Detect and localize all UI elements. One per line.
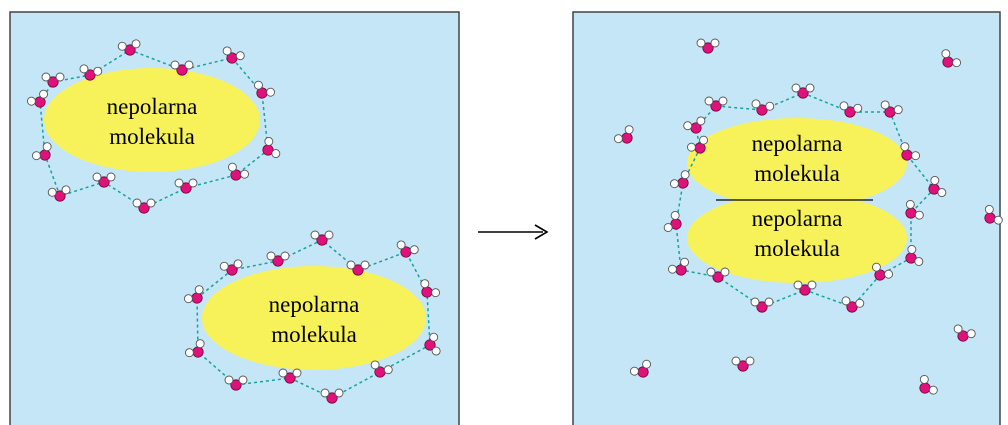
nonpolar-molecule-bottom bbox=[687, 193, 907, 283]
water-molecule-icon bbox=[905, 199, 924, 220]
water-molecule-icon bbox=[919, 374, 938, 395]
water-molecule-icon bbox=[26, 89, 49, 108]
water-molecule-icon bbox=[839, 101, 863, 118]
arrow bbox=[478, 224, 549, 240]
water-molecule-icon bbox=[310, 230, 334, 246]
water-molecule-icon bbox=[686, 135, 709, 154]
water-molecule-icon bbox=[667, 257, 690, 276]
water-molecule-icon bbox=[928, 175, 947, 198]
water-molecule-icon bbox=[79, 64, 103, 81]
water-molecule-icon bbox=[47, 185, 71, 202]
water-molecule-icon bbox=[262, 136, 281, 159]
water-molecule-icon bbox=[183, 285, 204, 304]
water-molecule-icon bbox=[751, 99, 775, 116]
water-molecule-icon bbox=[683, 116, 706, 134]
water-molecule-icon bbox=[224, 375, 248, 391]
water-cage-1 bbox=[26, 39, 281, 214]
water-molecule-icon bbox=[613, 125, 634, 144]
water-molecule-icon bbox=[420, 279, 441, 298]
water-molecule-icon bbox=[871, 262, 894, 281]
water-molecule-icon bbox=[184, 339, 205, 358]
water-molecule-icon bbox=[793, 280, 817, 296]
water-molecule-icon bbox=[880, 100, 903, 118]
nonpolar-molecule-top bbox=[687, 118, 907, 208]
water-molecule-icon bbox=[227, 162, 250, 181]
water-molecule-icon bbox=[984, 204, 1003, 225]
water-molecule-icon bbox=[424, 332, 441, 356]
water-molecule-icon bbox=[132, 198, 156, 214]
water-molecule-icon bbox=[905, 244, 924, 267]
water-molecule-icon bbox=[170, 60, 194, 76]
water-molecule-icon bbox=[706, 267, 730, 283]
nonpolar-molecule-2 bbox=[202, 266, 426, 370]
water-cage-2 bbox=[183, 230, 441, 404]
water-molecule-icon bbox=[900, 142, 921, 161]
water-molecule-icon bbox=[629, 359, 652, 378]
water-molecule-icon bbox=[370, 360, 393, 378]
water-molecule-icon bbox=[117, 39, 141, 56]
nonpolar-molecule-1 bbox=[44, 68, 260, 172]
water-molecule-icon bbox=[219, 259, 243, 276]
water-molecule-icon bbox=[253, 80, 276, 99]
water-molecule-icon bbox=[791, 83, 815, 99]
water-cage-merged bbox=[663, 83, 947, 313]
water-molecule-icon bbox=[750, 297, 774, 313]
water-molecule-icon bbox=[320, 388, 344, 404]
water-molecule-icon bbox=[278, 368, 302, 384]
water-molecule-icon bbox=[346, 260, 370, 276]
water-molecule-icon bbox=[941, 49, 962, 68]
water-molecule-icon bbox=[92, 172, 116, 188]
water-molecule-icon bbox=[663, 210, 682, 233]
water-molecule-icon bbox=[174, 178, 198, 194]
water-molecule-icon bbox=[696, 38, 720, 54]
water-molecule-icon bbox=[266, 251, 290, 267]
water-molecule-icon bbox=[731, 356, 755, 372]
water-molecule-icon bbox=[953, 324, 976, 342]
water-molecule-icon bbox=[222, 46, 245, 64]
left-water-box bbox=[9, 11, 460, 425]
water-molecule-icon bbox=[704, 96, 728, 112]
water-molecule-icon bbox=[669, 170, 690, 189]
water-molecule-icon bbox=[841, 296, 865, 313]
water-molecule-icon bbox=[396, 240, 419, 258]
water-molecule-icon bbox=[41, 72, 65, 88]
water-molecule-icon bbox=[31, 142, 52, 161]
